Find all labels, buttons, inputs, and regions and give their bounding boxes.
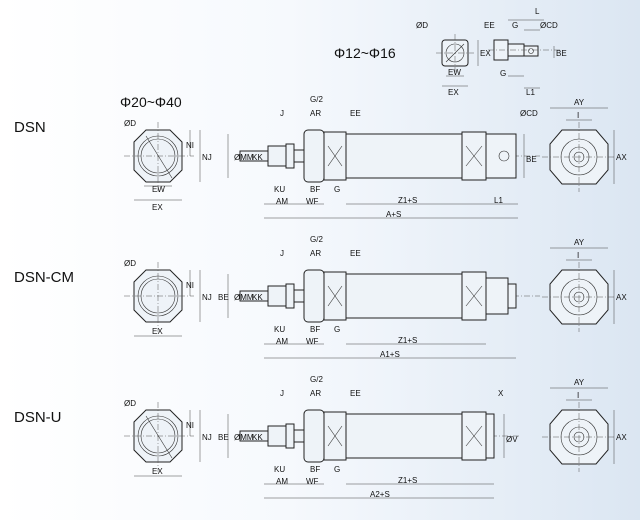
label-bf: BF [310, 185, 320, 194]
label-ew: EW [152, 185, 165, 194]
label-g-half: G/2 [310, 375, 323, 384]
label-ax: AX [616, 153, 627, 162]
small-label-ex: EX [448, 88, 459, 97]
label-ar: AR [310, 249, 321, 258]
label-ov: ØV [506, 435, 518, 444]
label-ku: KU [274, 325, 285, 334]
small-label-ex-vertical: EX [480, 49, 491, 58]
label-j: J [280, 249, 284, 258]
label-j: J [280, 109, 284, 118]
label-ax: AX [616, 433, 627, 442]
front-end-view: ØD EX NI NJ [124, 399, 212, 477]
label-be-rear: BE [526, 155, 537, 164]
label-ni: NI [186, 281, 194, 290]
model-label: DSN-CM [14, 269, 74, 286]
label-ex: EX [152, 327, 163, 336]
label-ku: KU [274, 465, 285, 474]
label-be: BE [218, 433, 229, 442]
label-wf: WF [306, 337, 319, 346]
label-omm: ØMM [234, 433, 254, 442]
front-end-view: ØD EX NI NJ [124, 259, 212, 337]
label-as: A+S [386, 210, 401, 219]
label-kk: KK [252, 433, 263, 442]
small-label-od: ØD [416, 21, 428, 30]
label-nj: NJ [202, 293, 212, 302]
rear-end-view: AY I AX [542, 238, 627, 332]
label-am: AM [276, 477, 288, 486]
label-ee: EE [350, 389, 361, 398]
small-label-l1: L1 [526, 88, 535, 97]
small-label-g-bottom: G [500, 69, 506, 78]
label-ay: AY [574, 238, 585, 247]
label-ex: EX [152, 467, 163, 476]
label-od: ØD [124, 259, 136, 268]
small-bore-range-heading: Φ12~Φ16 [334, 45, 396, 61]
row-dsn-cm: DSN-CM ØD EX NI NJ [14, 235, 627, 359]
label-z1s: Z1+S [398, 196, 417, 205]
label-nj: NJ [202, 433, 212, 442]
label-ocd: ØCD [520, 109, 538, 118]
label-wf: WF [306, 197, 319, 206]
label-am: AM [276, 197, 288, 206]
label-ay: AY [574, 98, 585, 107]
label-g: G [334, 465, 340, 474]
label-g: G [334, 325, 340, 334]
label-ee: EE [350, 249, 361, 258]
label-ni: NI [186, 421, 194, 430]
small-label-ocd: ØCD [540, 21, 558, 30]
small-label-l: L [535, 7, 540, 16]
label-bf: BF [310, 325, 320, 334]
label-z1s: Z1+S [398, 476, 417, 485]
label-od: ØD [124, 399, 136, 408]
label-j: J [280, 389, 284, 398]
label-omm: ØMM [234, 293, 254, 302]
small-bore-end-view: ØD EX EW EX [416, 21, 491, 97]
label-ni: NI [186, 141, 194, 150]
label-ex: EX [152, 203, 163, 212]
label-ee: EE [350, 109, 361, 118]
label-bf: BF [310, 465, 320, 474]
row-dsn-u: DSN-U ØD EX NI NJ [14, 375, 627, 499]
label-i: I [577, 391, 579, 400]
small-bore-clevis-side-view: EE G L ØCD BE G L1 [484, 7, 567, 97]
rear-end-view: AY I AX [542, 98, 627, 192]
large-bore-range-heading: Φ20~Φ40 [120, 94, 182, 110]
front-end-view: ØD EX EW NI NJ [124, 119, 212, 212]
label-l1: L1 [494, 196, 503, 205]
rear-end-view: AY I AX [542, 378, 627, 472]
label-i: I [577, 111, 579, 120]
label-be: BE [218, 293, 229, 302]
side-view: J KU AM WF BF G AR G/2 EE Z1+S A+S L1 ØC… [227, 95, 540, 219]
label-od: ØD [124, 119, 136, 128]
side-view: J KU AM WF BF G AR G/2 EE Z1+S A1+S BE Ø… [218, 235, 540, 359]
label-ax: AX [616, 293, 627, 302]
label-ay: AY [574, 378, 585, 387]
label-g: G [334, 185, 340, 194]
small-label-be: BE [556, 49, 567, 58]
label-z1s: Z1+S [398, 336, 417, 345]
label-g-half: G/2 [310, 95, 323, 104]
label-wf: WF [306, 477, 319, 486]
side-view: J KU AM WF BF G AR G/2 EE X Z1+S A2+S ØV… [218, 375, 520, 499]
row-dsn: DSN ØD EX EW NI NJ [14, 95, 627, 219]
label-am: AM [276, 337, 288, 346]
label-nj: NJ [202, 153, 212, 162]
label-x: X [498, 389, 504, 398]
label-g-half: G/2 [310, 235, 323, 244]
label-omm: ØMM [234, 153, 254, 162]
model-label: DSN [14, 119, 46, 136]
label-ar: AR [310, 389, 321, 398]
label-a1s: A1+S [380, 350, 400, 359]
model-label: DSN-U [14, 409, 62, 426]
label-kk: KK [252, 153, 263, 162]
label-a2s: A2+S [370, 490, 390, 499]
small-label-ee: EE [484, 21, 495, 30]
label-i: I [577, 251, 579, 260]
label-ar: AR [310, 109, 321, 118]
small-label-ew: EW [448, 68, 461, 77]
label-kk: KK [252, 293, 263, 302]
label-ku: KU [274, 185, 285, 194]
small-label-g-top: G [512, 21, 518, 30]
